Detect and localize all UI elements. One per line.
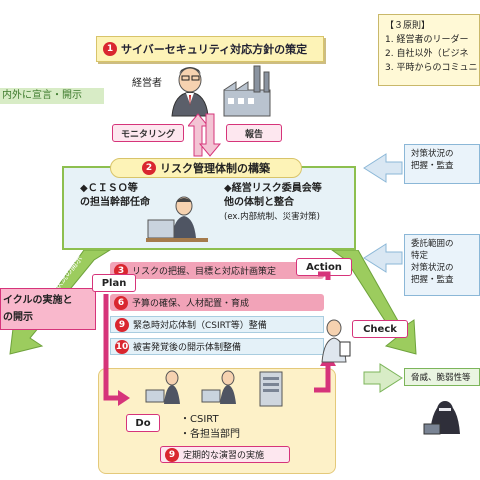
principle-1: 1. 経営者のリーダー	[385, 35, 469, 45]
plan-item-2: 6 予算の確保、人材配置・育成	[110, 294, 324, 311]
officer-at-desk-icon	[146, 196, 208, 242]
board-text: ◆経営リスク委員会等 他の体制と整合 (ex.内部統制、災害対策)	[224, 183, 322, 222]
ciso-text: ◆ＣＩＳＯ等 の担当幹部任命	[80, 183, 150, 208]
step-badge: 9	[165, 447, 179, 462]
checker-icon	[321, 319, 351, 363]
executive-label: 経営者	[132, 78, 162, 89]
feedback-arrows	[188, 113, 222, 157]
step-badge: 6	[114, 295, 128, 310]
do-tag: Do	[126, 414, 160, 432]
check-tag: Check	[352, 320, 408, 338]
executive-icon	[171, 67, 209, 117]
worker-icon	[145, 370, 180, 404]
plan-item-3: 9 緊急時対応体制（CSIRT等）整備	[110, 316, 324, 333]
executive-illustration	[171, 65, 271, 117]
step-badge: 2	[142, 161, 156, 175]
report-tag: 報告	[226, 124, 282, 142]
policy-banner: 1 サイバーセキュリティ対応方針の策定	[96, 36, 324, 62]
left-cycle-callout: イクルの実施と の開示	[0, 288, 96, 330]
monitoring-tag: モニタリング	[112, 124, 184, 142]
principles-box: 【３原則】 1. 経営者のリーダー 2. 自社以外（ビジネ 3. 平時からのコミ…	[378, 14, 480, 86]
policy-title: サイバーセキュリティ対応方針の策定	[121, 43, 308, 56]
hacker-icon	[423, 401, 460, 435]
server-icon	[259, 371, 283, 407]
principle-2: 2. 自社以外（ビジネ	[385, 49, 469, 59]
risk-title: 2 リスク管理体制の構築	[110, 158, 302, 178]
threat-box: 脅威、脆弱性等	[404, 368, 480, 386]
step-badge: 9	[115, 317, 129, 332]
worker-icon	[201, 370, 236, 404]
factory-icon	[223, 65, 271, 117]
do-members: ・CSIRT ・各担当部門	[180, 414, 240, 440]
side-arrows	[363, 153, 403, 393]
principle-3: 3. 平時からのコミュニ	[385, 63, 478, 73]
plan-item-4: 10 被害発覚後の開示体制整備	[110, 338, 324, 355]
principles-heading: 【３原則】	[385, 21, 431, 31]
plan-tag: Plan	[92, 274, 136, 292]
disclosure-band: 内外に宣言・開示	[0, 88, 104, 104]
step-badge: 1	[103, 42, 117, 56]
audit-box-1: 対策状況の 把握・監査	[404, 144, 480, 184]
step-badge: 10	[115, 339, 129, 354]
workers-illustration	[145, 370, 283, 407]
exercise-bar: 9 定期的な演習の実施	[160, 446, 290, 463]
